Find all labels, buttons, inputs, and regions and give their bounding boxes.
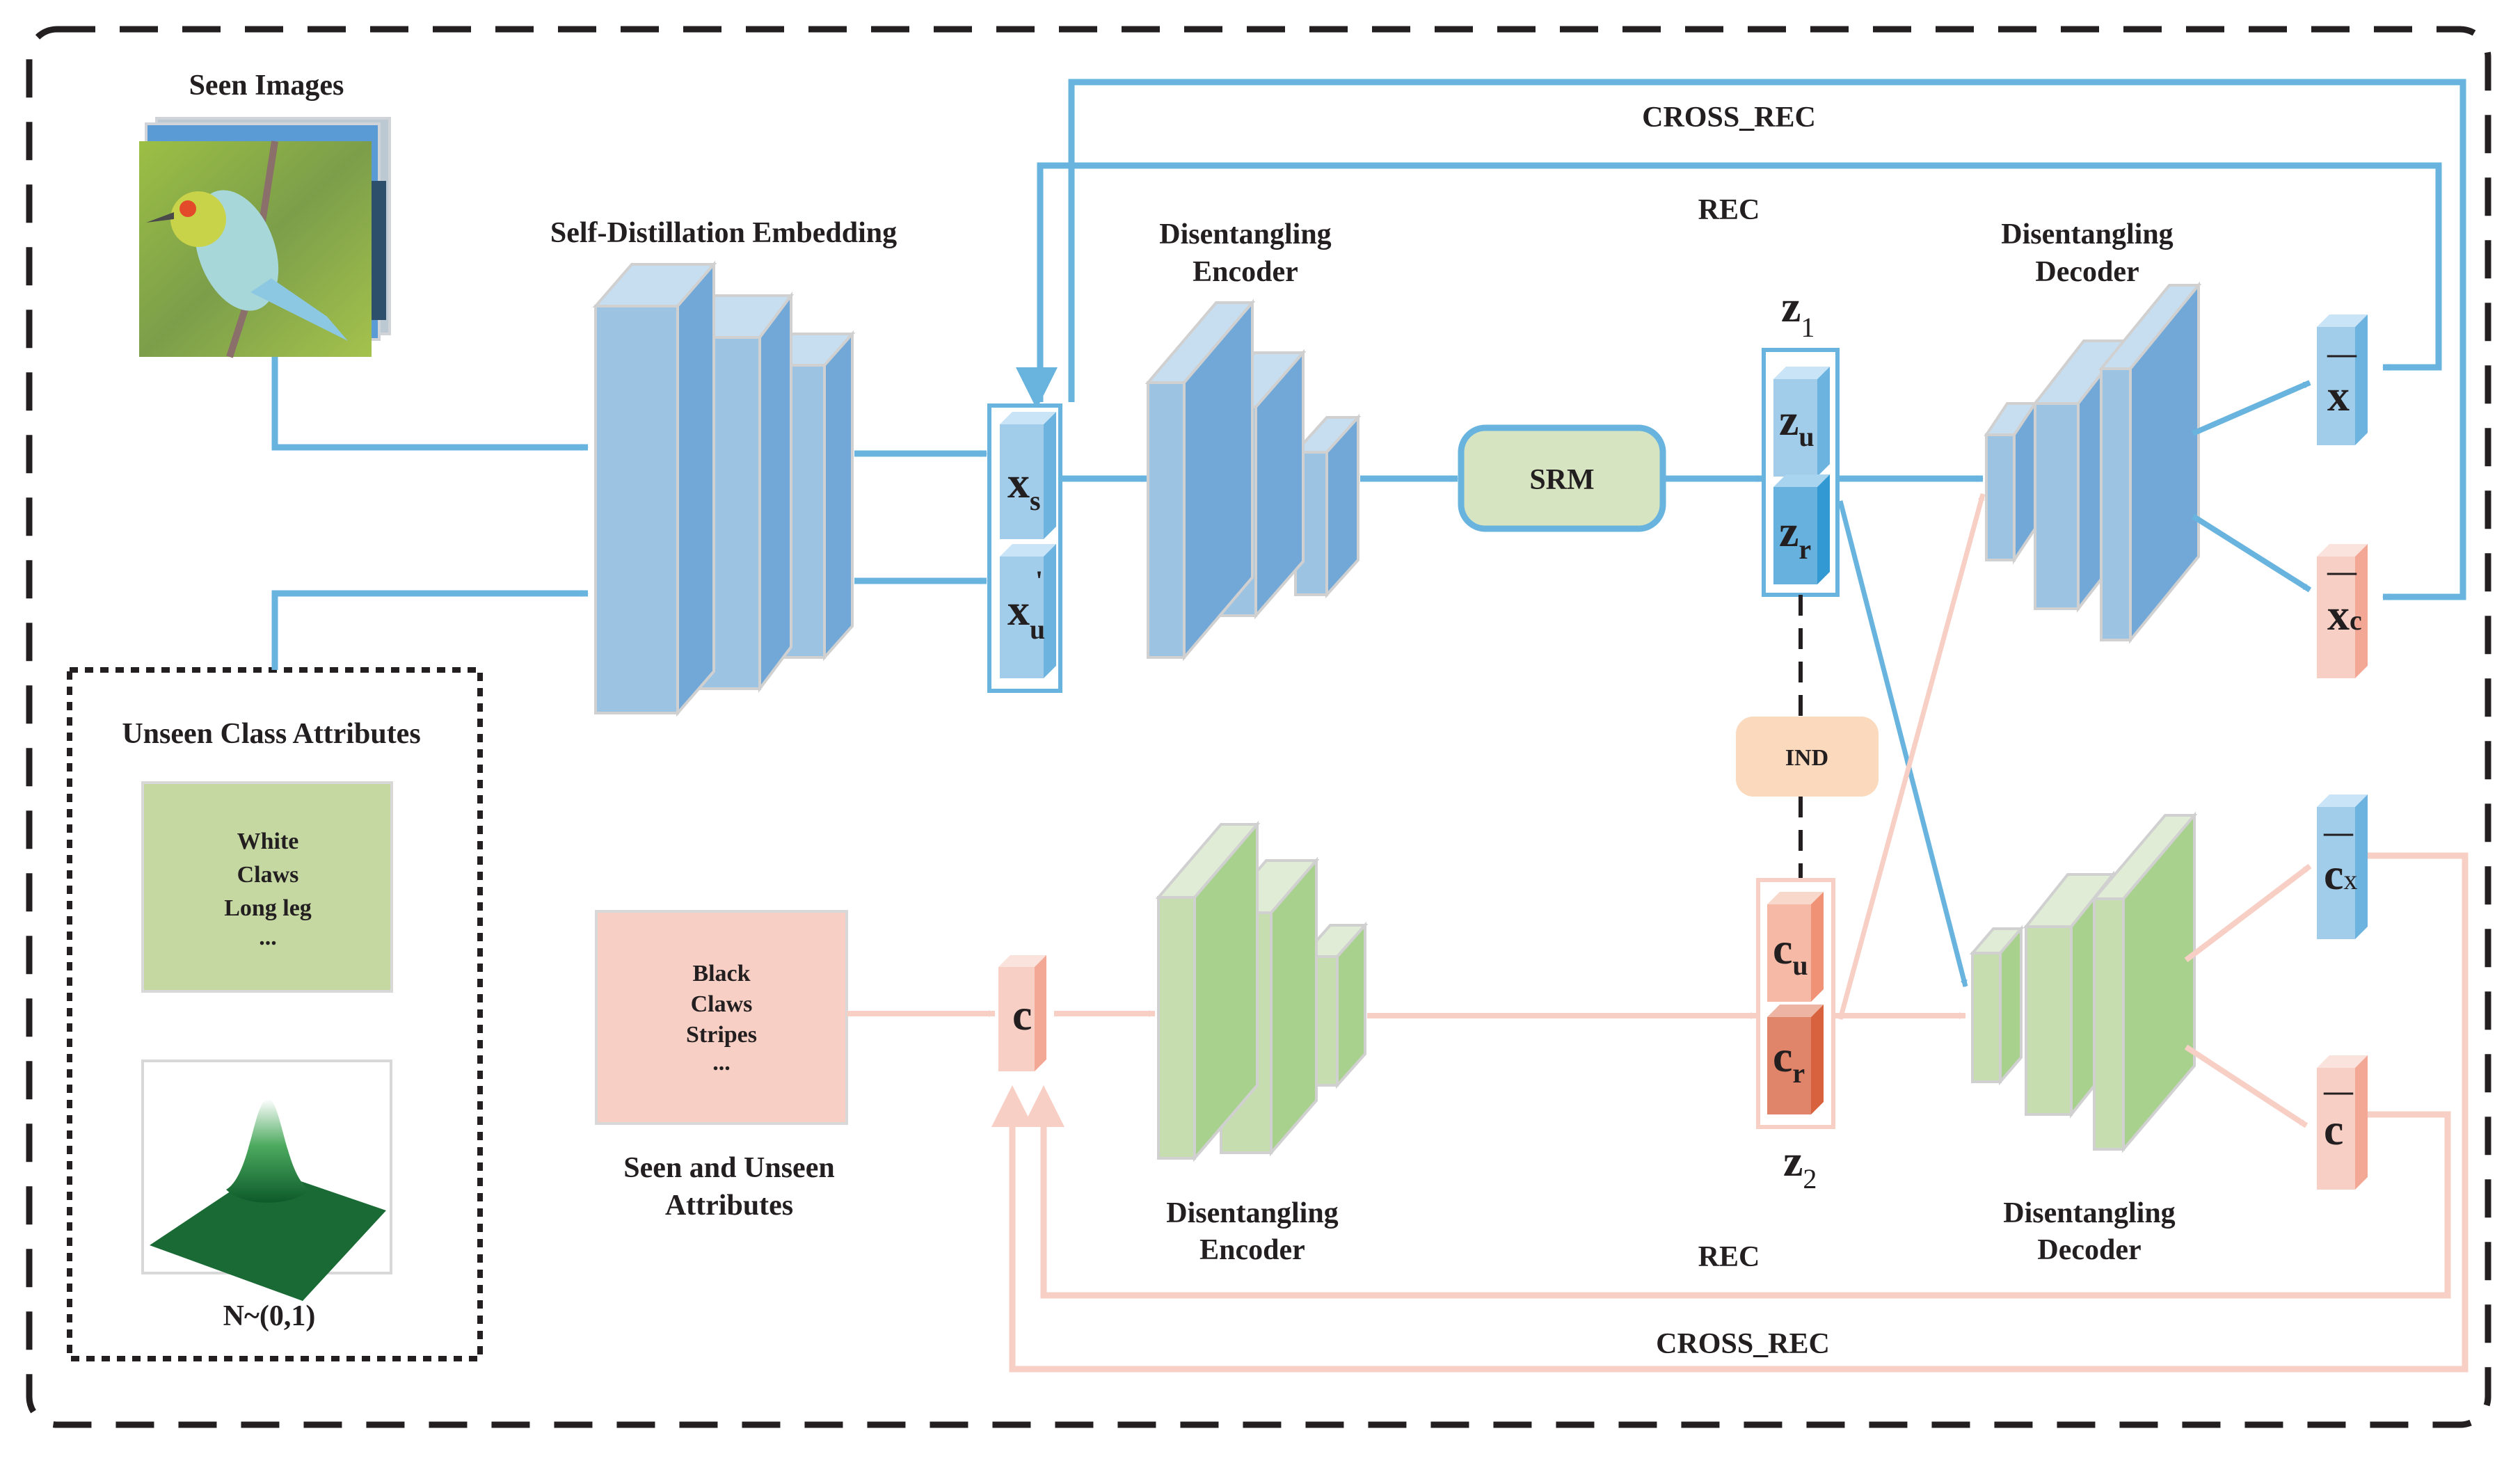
image-to-embedding-arrow [271,357,589,670]
c-bar-cube [2317,1055,2368,1190]
c-bar-label: c [2324,1105,2343,1154]
cx-bar-bar: — [2323,817,2354,849]
decoder-to-xcbar-arrow [2191,513,2312,593]
encoder-top-label-2: Encoder [1193,256,1298,288]
gaussian-surface-icon [150,1099,386,1301]
xu-label: xu [1007,585,1045,645]
cross-rec-top-line [1037,79,2466,600]
encoder-bottom-label-2: Encoder [1199,1234,1305,1266]
cu-cube [1767,892,1824,1002]
embedding-to-features-arrows [854,450,987,584]
decoder-top-label-1: Disentangling [2001,218,2173,250]
seen-attr-4: ... [712,1050,731,1076]
c-label: c [1012,990,1032,1039]
c-cube [998,955,1046,1071]
dec-top-block-3 [2098,281,2202,644]
sde-block-1 [592,260,717,717]
xc-bar-bar: — [2327,556,2357,588]
seen-unseen-label-1: Seen and Unseen [623,1152,834,1184]
x-bar-bar: — [2327,338,2357,370]
enc-top-block-3 [1292,413,1362,599]
xs-cube [1000,412,1056,539]
rec-top-label: REC [1698,194,1760,226]
cx-bar-label: cx [2324,849,2357,899]
enc-bot-block-3 [1299,921,1369,1089]
seen-attr-3: Stripes [686,1022,757,1048]
ind-module[interactable] [1736,717,1879,797]
c-bar-bar: — [2323,1076,2354,1108]
cx-bar-cube [2317,794,2368,939]
x-bar-label: x [2327,371,2350,420]
cu-to-visual-decoder-arrow [1837,493,1986,1020]
unseen-attr-1: White [237,829,299,854]
normal-distribution-label: N~(0,1) [223,1300,316,1332]
self-distillation-label: Self-Distillation Embedding [550,217,897,249]
unseen-attributes-box [141,781,393,993]
zr-label: zr [1779,506,1811,565]
zu-cube [1773,367,1830,477]
xu-prime: ' [1035,565,1043,596]
rec-bottom-label: REC [1698,1241,1760,1273]
enc-bot-block-1 [1155,820,1261,1162]
seen-attributes-box [595,910,848,1125]
enc-top-block-1 [1145,298,1256,662]
zr-to-attr-decoder-arrow [1837,500,1968,987]
cross-rec-bottom-label: CROSS_REC [1656,1328,1830,1360]
decoder-to-cxbar-arrow [2184,863,2312,963]
outer-frame [26,26,2491,1428]
feedback-arrowheads-bottom [991,1085,1064,1127]
ind-label: IND [1785,745,1828,771]
unseen-attr-2: Claws [237,862,299,888]
disentangling-decoder-top [1984,281,2202,644]
seen-images [139,117,391,358]
xc-bar-cube [2317,544,2368,678]
xs-label: xs [1007,458,1041,516]
dec-top-block-1 [1984,399,2038,565]
encoder-top-label-1: Disentangling [1159,218,1331,250]
decoder-to-xbar-arrow [2192,380,2311,436]
zr-cube [1773,474,1830,584]
seen-attr-1: Black [692,961,750,986]
seen-images-label: Seen Images [189,70,344,102]
xc-bar-label: xc [2327,590,2362,639]
decoder-top-label-2: Decoder [2035,256,2139,288]
cu-label: cu [1773,924,1808,981]
cr-cube [1767,1005,1824,1114]
unseen-class-attributes-label: Unseen Class Attributes [122,718,420,750]
rec-bottom-line [1009,852,2469,1373]
dec-bot-block-1 [1969,925,2025,1086]
z2-label: z2 [1783,1136,1817,1194]
x-bar-cube [2317,314,2368,445]
seen-attr-2: Claws [691,991,753,1017]
feedback-arrowheads-top [1016,367,1058,409]
zu-label: zu [1779,395,1815,452]
self-distillation-embedding-blocks [592,260,856,717]
unseen-attr-4: ... [259,925,277,950]
cross-rec-top-label: CROSS_REC [1642,102,1816,134]
z1-label: z1 [1781,282,1815,343]
decoder-bottom-label-2: Decoder [2037,1234,2141,1266]
cr-label: cr [1773,1032,1805,1089]
srm-label: SRM [1529,464,1594,496]
encoder-bottom-label-1: Disentangling [1166,1197,1338,1229]
decoder-bottom-label-1: Disentangling [2003,1197,2175,1229]
disentangling-encoder-bottom [1155,820,1369,1162]
seen-unseen-label-2: Attributes [665,1190,793,1222]
unseen-attr-3: Long leg [224,895,312,921]
disentangling-decoder-bottom [1969,811,2198,1153]
disentangling-encoder-top [1145,298,1362,662]
decoder-to-cbar-arrow [2184,1044,2308,1128]
xu-cube [1000,544,1056,678]
dec-bot-block-3 [2091,811,2198,1153]
